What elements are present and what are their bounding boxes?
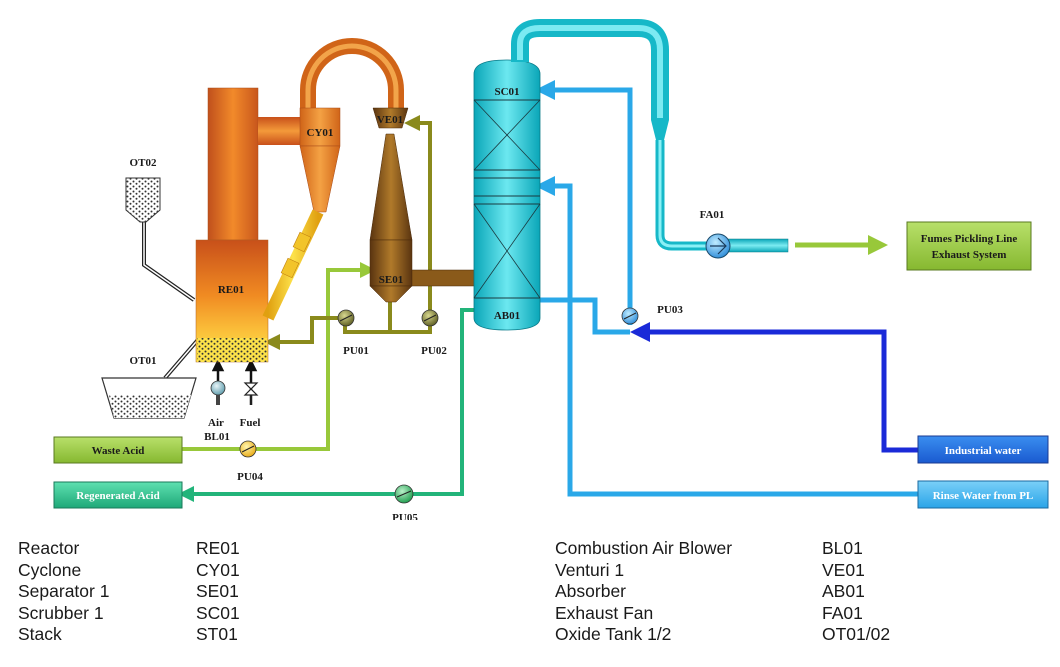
pump-pu01 bbox=[337, 309, 355, 327]
legend-name: Venturi 1 bbox=[555, 559, 625, 580]
legend-code: SE01 bbox=[196, 581, 239, 601]
separator-bottom-line bbox=[343, 318, 432, 334]
absorber-column bbox=[473, 59, 541, 331]
legend-name: Combustion Air Blower bbox=[555, 538, 733, 558]
label-ve01: VE01 bbox=[377, 114, 403, 126]
venturi-feed-line bbox=[404, 115, 432, 318]
label-sc01: SC01 bbox=[494, 86, 519, 98]
regenerated-acid-box: Regenerated Acid bbox=[53, 481, 183, 509]
legend-left-names: Reactor Cyclone Separator 1 Scrubber 1 S… bbox=[18, 538, 109, 646]
rinse-water-label: Rinse Water from PL bbox=[933, 490, 1034, 502]
label-se01: SE01 bbox=[379, 274, 403, 286]
ot02-feed-line bbox=[142, 222, 196, 302]
legend-code: BL01 bbox=[822, 538, 863, 558]
label-air: Air bbox=[208, 417, 224, 429]
legend-code: RE01 bbox=[196, 538, 240, 558]
oxide-tank-ot01 bbox=[101, 377, 197, 419]
pump-pu05 bbox=[394, 484, 414, 504]
industrial-water-box: Industrial water bbox=[917, 435, 1049, 464]
fumes-label-1: Fumes Pickling Line bbox=[921, 233, 1018, 245]
legend-name: Exhaust Fan bbox=[555, 602, 654, 623]
legend-code: OT01/02 bbox=[822, 624, 891, 644]
separator-duct bbox=[411, 269, 475, 287]
regenerated-acid-line bbox=[178, 308, 480, 502]
legend-name: Separator 1 bbox=[18, 581, 110, 601]
label-pu03: PU03 bbox=[657, 304, 683, 316]
pump-pu03 bbox=[621, 307, 639, 325]
rinse-water-line bbox=[535, 176, 918, 497]
label-pu02: PU02 bbox=[421, 345, 447, 357]
ot02-feed-line-inner bbox=[143, 222, 195, 301]
legend-left-codes: RE01 CY01 SE01 SC01 ST01 bbox=[196, 538, 240, 646]
fumes-label-2: Exhaust System bbox=[932, 249, 1007, 261]
process-flow-diagram: Waste Acid Regenerated Acid Industrial w… bbox=[53, 19, 1049, 520]
label-cy01: CY01 bbox=[307, 127, 334, 139]
reactor-duct bbox=[258, 117, 306, 145]
legend-name: Absorber bbox=[555, 581, 627, 601]
fan-duct bbox=[655, 140, 712, 251]
industrial-water-label: Industrial water bbox=[945, 445, 1022, 457]
legend-code: ST01 bbox=[196, 624, 238, 644]
legend-code: VE01 bbox=[822, 559, 865, 580]
oxide-tank-ot02 bbox=[125, 177, 161, 223]
fan-fa01 bbox=[705, 233, 731, 259]
fumes-box: Fumes Pickling Line Exhaust System bbox=[906, 221, 1032, 271]
legend-name: Scrubber 1 bbox=[18, 602, 104, 623]
label-fuel: Fuel bbox=[240, 417, 261, 429]
fuel-valve bbox=[243, 382, 259, 405]
label-pu04: PU04 bbox=[237, 471, 263, 483]
fan-outlet bbox=[727, 238, 789, 253]
legend-right-names: Combustion Air Blower Venturi 1 Absorber… bbox=[555, 538, 732, 646]
legend-name: Cyclone bbox=[18, 559, 82, 580]
legend-name: Oxide Tank 1/2 bbox=[555, 624, 672, 644]
cyclone-cy01 bbox=[299, 107, 341, 213]
separator-se01 bbox=[369, 133, 413, 303]
absorber-drain-line bbox=[540, 297, 630, 335]
legend-right-codes: BL01 VE01 AB01 FA01 OT01/02 bbox=[822, 538, 890, 646]
legend-code: CY01 bbox=[196, 559, 240, 580]
reactor-re01 bbox=[195, 87, 269, 363]
label-ot02: OT02 bbox=[130, 157, 157, 169]
venturi-ve01 bbox=[372, 107, 409, 129]
duct-reducer bbox=[651, 120, 669, 140]
label-fa01: FA01 bbox=[700, 209, 725, 221]
label-pu05: PU05 bbox=[392, 512, 418, 520]
legend-name: Stack bbox=[18, 624, 62, 644]
scrubber-recirc-line bbox=[535, 80, 633, 325]
cyclone-arch-shine bbox=[305, 43, 399, 108]
waste-acid-box: Waste Acid bbox=[53, 436, 183, 464]
waste-acid-label: Waste Acid bbox=[92, 445, 145, 457]
blower-bl01 bbox=[210, 380, 226, 405]
legend-code: SC01 bbox=[196, 602, 240, 623]
exhaust-duct-shine bbox=[517, 25, 663, 118]
label-pu01: PU01 bbox=[343, 345, 369, 357]
pipe-flange-1 bbox=[292, 231, 312, 253]
industrial-water-line bbox=[630, 322, 918, 453]
legend-code: AB01 bbox=[822, 581, 865, 601]
legend-name: Reactor bbox=[18, 538, 80, 558]
label-ot01: OT01 bbox=[130, 355, 157, 367]
label-bl01: BL01 bbox=[204, 431, 230, 443]
exhaust-duct bbox=[511, 19, 669, 120]
label-ab01: AB01 bbox=[494, 310, 520, 322]
pump-pu02 bbox=[421, 309, 439, 327]
pump-pu04 bbox=[239, 440, 257, 458]
rinse-water-box: Rinse Water from PL bbox=[917, 480, 1049, 509]
pipe-flange-2 bbox=[280, 257, 300, 279]
regenerated-acid-label: Regenerated Acid bbox=[76, 490, 159, 502]
fan-duct-shine bbox=[658, 140, 712, 248]
legend-code: FA01 bbox=[822, 602, 863, 623]
label-re01: RE01 bbox=[218, 284, 244, 296]
reactor-feed-line bbox=[264, 316, 340, 350]
